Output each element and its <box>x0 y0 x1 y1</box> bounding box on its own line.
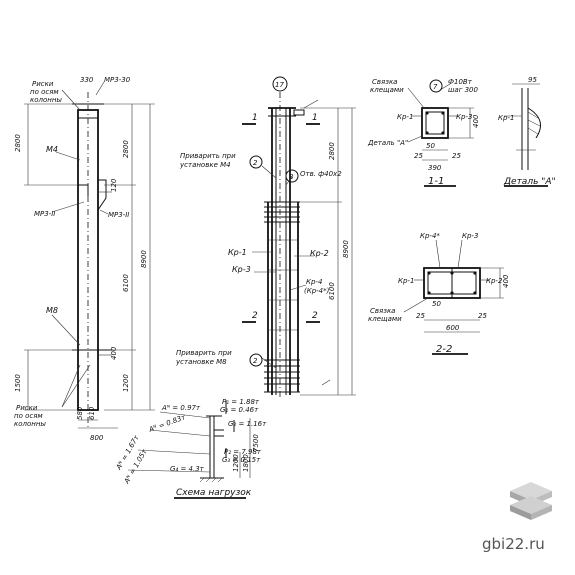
circle-17 <box>272 76 288 92</box>
circle-2-bottom-label: 2 <box>253 357 258 365</box>
circle-2-top <box>249 155 263 169</box>
privarit-top-1: Приварить при <box>180 152 236 160</box>
svyazka-bottom-1: Связка <box>370 307 395 315</box>
kr3-s11: Кр-3 <box>456 113 472 121</box>
kr2-label: Кр-2 <box>310 249 329 258</box>
shag-1: Ф10Вт <box>448 78 473 86</box>
dim-600: 600 <box>446 324 460 332</box>
dim-1800: 1800 <box>242 454 250 472</box>
kr1s-label: Кр-1 <box>398 277 414 285</box>
m4-label: М4 <box>46 145 58 154</box>
load-g4: G₄ = 4.3т <box>170 465 205 473</box>
mp3-30-label: МР3-30 <box>104 76 131 84</box>
dim-25b: 25 <box>452 152 461 160</box>
watermark-text: gbi22.ru <box>482 535 545 553</box>
m8-label: М8 <box>46 306 58 315</box>
load-p2: P₂ = 7.98т <box>224 448 262 456</box>
dim-25d: 25 <box>478 312 487 320</box>
mp3-11b-label: МР3-II <box>108 211 129 219</box>
svyazka-top-1: Связка <box>372 78 397 86</box>
load-g1: G₁ = 0.46т <box>220 406 259 414</box>
circle-17-label: 17 <box>275 81 284 89</box>
dim-400: 400 <box>110 346 118 360</box>
section-mark-2-left: 2 <box>252 311 258 321</box>
riski-bottom-3: колонны <box>14 420 46 428</box>
left-column-view <box>24 81 155 430</box>
dim-580: 580 <box>76 406 84 420</box>
dim-800: 800 <box>90 434 104 442</box>
privarit-top-2: установке М4 <box>179 161 231 169</box>
load-a1: Aᴺ = 0.97т <box>161 404 201 412</box>
circle-2-top-label: 2 <box>253 159 258 167</box>
dim-330-label: 330 <box>80 76 94 84</box>
load-g3: G₃ = 0.15т <box>222 456 261 464</box>
riski-bottom-2: по осям <box>14 412 43 420</box>
dim-95: 95 <box>528 76 537 84</box>
dim-25a: 25 <box>414 152 423 160</box>
circle-7-label: 7 <box>433 83 438 91</box>
detail-a <box>504 83 548 187</box>
kr1-detail: Кр-1 <box>498 114 514 122</box>
dim-6100: 6100 <box>122 274 130 292</box>
svyazka-top-2: клещами <box>370 86 404 94</box>
dim-400c: 400 <box>502 274 510 288</box>
privarit-bottom-1: Приварить при <box>176 349 232 357</box>
section-1-1 <box>407 83 474 187</box>
dim-50b: 50 <box>432 300 441 308</box>
kr4s-label: Кр-4* <box>420 232 440 240</box>
dim-2800-mid: 2800 <box>328 142 336 160</box>
section-2-2-title: 2-2 <box>436 344 452 355</box>
load-g2: G₂ = 1.16т <box>228 420 267 428</box>
circle-2-bottom <box>249 353 263 367</box>
section-1-1-title: 1-1 <box>428 176 444 187</box>
section-mark-1-right: 1 <box>312 113 318 123</box>
svyazka-bottom-2: клещами <box>368 315 402 323</box>
dim-2800-left: 2800 <box>14 134 22 152</box>
kr3-label: Кр-3 <box>232 265 251 274</box>
detal-a-label: Деталь "А" <box>367 139 408 147</box>
load-a2: Aᴺ = 0.83т <box>147 413 187 434</box>
kr3s-label: Кр-3 <box>462 232 478 240</box>
dim-120: 120 <box>110 178 118 192</box>
load-scheme <box>127 400 251 499</box>
kr4-label: Кр-4 <box>306 278 322 286</box>
dim-2800-right: 2800 <box>122 140 130 158</box>
dim-25c: 25 <box>416 312 425 320</box>
load-p1: P₁ = 1.88т <box>222 398 260 406</box>
privarit-bottom-2: установке М8 <box>175 358 227 366</box>
dim-390: 390 <box>428 164 442 172</box>
kr4b-label: (Кр-4*) <box>304 287 330 295</box>
dim-8900: 8900 <box>140 250 148 268</box>
dim-610: 610 <box>88 406 96 420</box>
middle-column-view <box>242 92 356 400</box>
riski-bottom-1: Риски <box>16 404 38 412</box>
kr2s-label: Кр-2 <box>486 277 503 285</box>
otv-label: Отв. ф40х2 <box>300 170 342 178</box>
circle-7 <box>429 79 443 93</box>
section-2-2 <box>403 239 504 355</box>
section-mark-2-right: 2 <box>312 311 318 321</box>
load-scheme-title: Схема нагрузок <box>176 488 252 498</box>
riski-top-3: колонны <box>30 96 62 104</box>
dim-400b: 400 <box>472 114 480 128</box>
kr1-s11: Кр-1 <box>397 113 413 121</box>
gbi22-logo <box>510 482 552 520</box>
kr1-label: Кр-1 <box>228 248 247 257</box>
mp3-11a-label: МР3-II <box>34 210 55 218</box>
dim-50: 50 <box>426 142 435 150</box>
circle-8 <box>285 169 299 183</box>
dim-8900-mid: 8900 <box>342 240 350 258</box>
dim-1200: 1200 <box>122 374 130 392</box>
detail-a-title: Деталь "А" <box>503 177 556 187</box>
dim-1200b: 1200 <box>232 454 240 472</box>
shag-2: шаг 300 <box>448 86 479 94</box>
riski-top-2: по осям <box>30 88 59 96</box>
riski-top-1: Риски <box>32 80 54 88</box>
circle-8-label: 8 <box>289 173 294 181</box>
dim-7500: 7500 <box>252 434 260 452</box>
dim-6100-mid: 6100 <box>328 282 336 300</box>
dim-1500: 1500 <box>14 374 22 392</box>
section-mark-1-left: 1 <box>252 113 258 123</box>
